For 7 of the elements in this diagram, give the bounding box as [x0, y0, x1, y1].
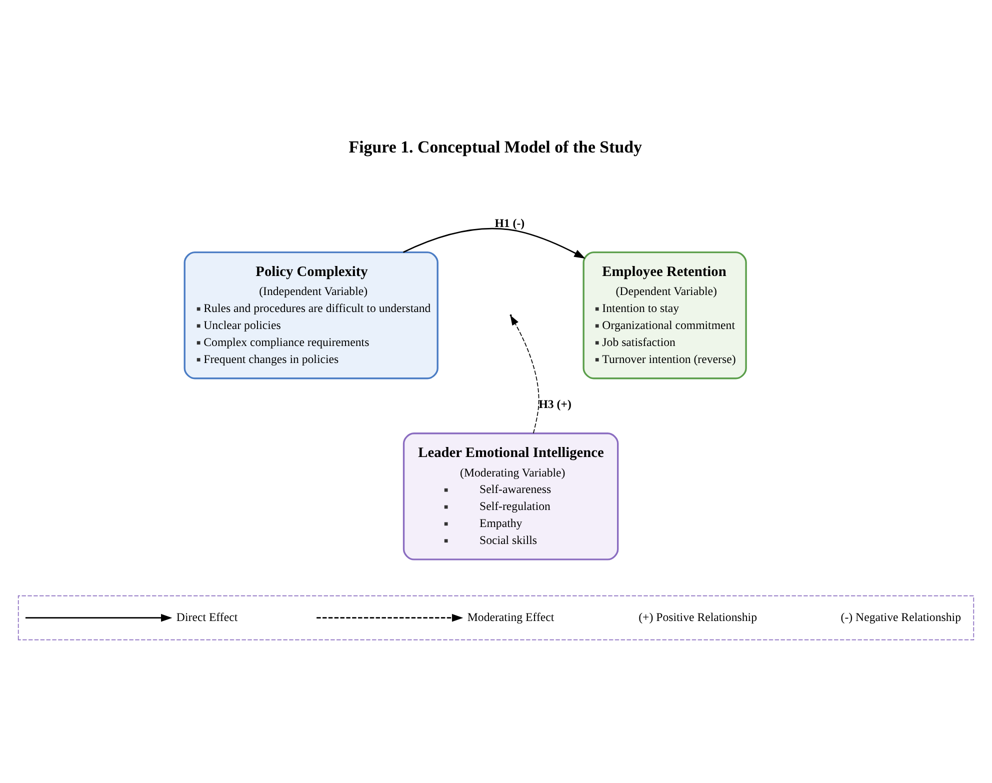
label: (+) Positive Relationship [638, 610, 757, 624]
edge-label: H3 (+) [538, 397, 572, 412]
legend-label: Moderating Effect [467, 610, 554, 624]
edge-label: H1 (-) [494, 216, 525, 230]
legend-label: Direct Effect [176, 610, 238, 624]
label: (-) Negative Relationship [840, 610, 961, 624]
diagram-title: Figure 1. Conceptual Model of the Study [348, 137, 642, 156]
